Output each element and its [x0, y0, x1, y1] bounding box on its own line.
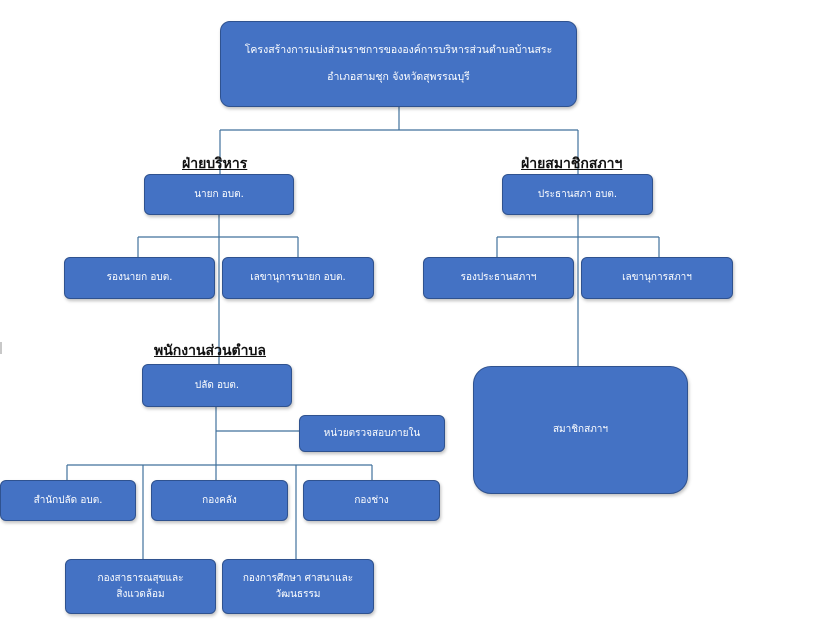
finance-division-label: กองคลัง [202, 494, 237, 506]
public-health-label-line-1: กองสาธารณสุขและ [97, 572, 184, 584]
council-secretary-box: เลขานุการสภาฯ [581, 257, 733, 299]
chief-executive-box: นายก อบต. [144, 174, 294, 215]
engineering-division-box: กองช่าง [303, 480, 440, 521]
staff-heading: พนักงานส่วนตำบล [154, 343, 266, 359]
chief-administrator-label: ปลัด อบต. [194, 379, 240, 391]
chief-secretary-box: เลขานุการนายก อบต. [222, 257, 374, 299]
executive-heading: ฝ่ายบริหาร [182, 156, 248, 172]
council-chair-box: ประธานสภา อบต. [502, 174, 653, 215]
left-edge-mark [0, 342, 2, 354]
council-heading: ฝ่ายสมาชิกสภาฯ [521, 156, 623, 172]
public-health-division-box: กองสาธารณสุขและ สิ่งแวดล้อม [65, 559, 216, 614]
vice-chair-label: รองประธานสภาฯ [460, 272, 537, 283]
chief-administrator-box: ปลัด อบต. [142, 364, 292, 407]
vice-chair-box: รองประธานสภาฯ [423, 257, 574, 299]
chief-executive-label: นายก อบต. [194, 188, 244, 200]
public-health-label-line-2: สิ่งแวดล้อม [116, 588, 165, 600]
education-label-line-2: วัฒนธรรม [275, 588, 321, 600]
internal-audit-box: หน่วยตรวจสอบภายใน [299, 415, 445, 452]
title-line-1: โครงสร้างการแบ่งส่วนราชการขององค์การบริห… [244, 43, 553, 56]
title-box: โครงสร้างการแบ่งส่วนราชการขององค์การบริห… [220, 21, 577, 107]
office-of-clerk-box: สำนักปลัด อบต. [0, 480, 136, 521]
council-members-box: สมาชิกสภาฯ [473, 366, 688, 494]
council-chair-label: ประธานสภา อบต. [537, 188, 618, 200]
deputy-chief-label: รองนายก อบต. [106, 272, 173, 283]
council-secretary-label: เลขานุการสภาฯ [622, 272, 692, 283]
deputy-chief-box: รองนายก อบต. [64, 257, 215, 299]
chief-secretary-label: เลขานุการนายก อบต. [250, 272, 346, 283]
education-label-line-1: กองการศึกษา ศาสนาและ [242, 572, 354, 584]
title-line-2: อำเภอสามชุก จังหวัดสุพรรณบุรี [327, 71, 470, 83]
internal-audit-label: หน่วยตรวจสอบภายใน [323, 427, 421, 439]
education-division-box: กองการศึกษา ศาสนาและ วัฒนธรรม [222, 559, 374, 614]
engineering-division-label: กองช่าง [354, 494, 389, 506]
council-members-label: สมาชิกสภาฯ [552, 424, 609, 435]
finance-division-box: กองคลัง [151, 480, 288, 521]
office-of-clerk-label: สำนักปลัด อบต. [33, 494, 103, 506]
